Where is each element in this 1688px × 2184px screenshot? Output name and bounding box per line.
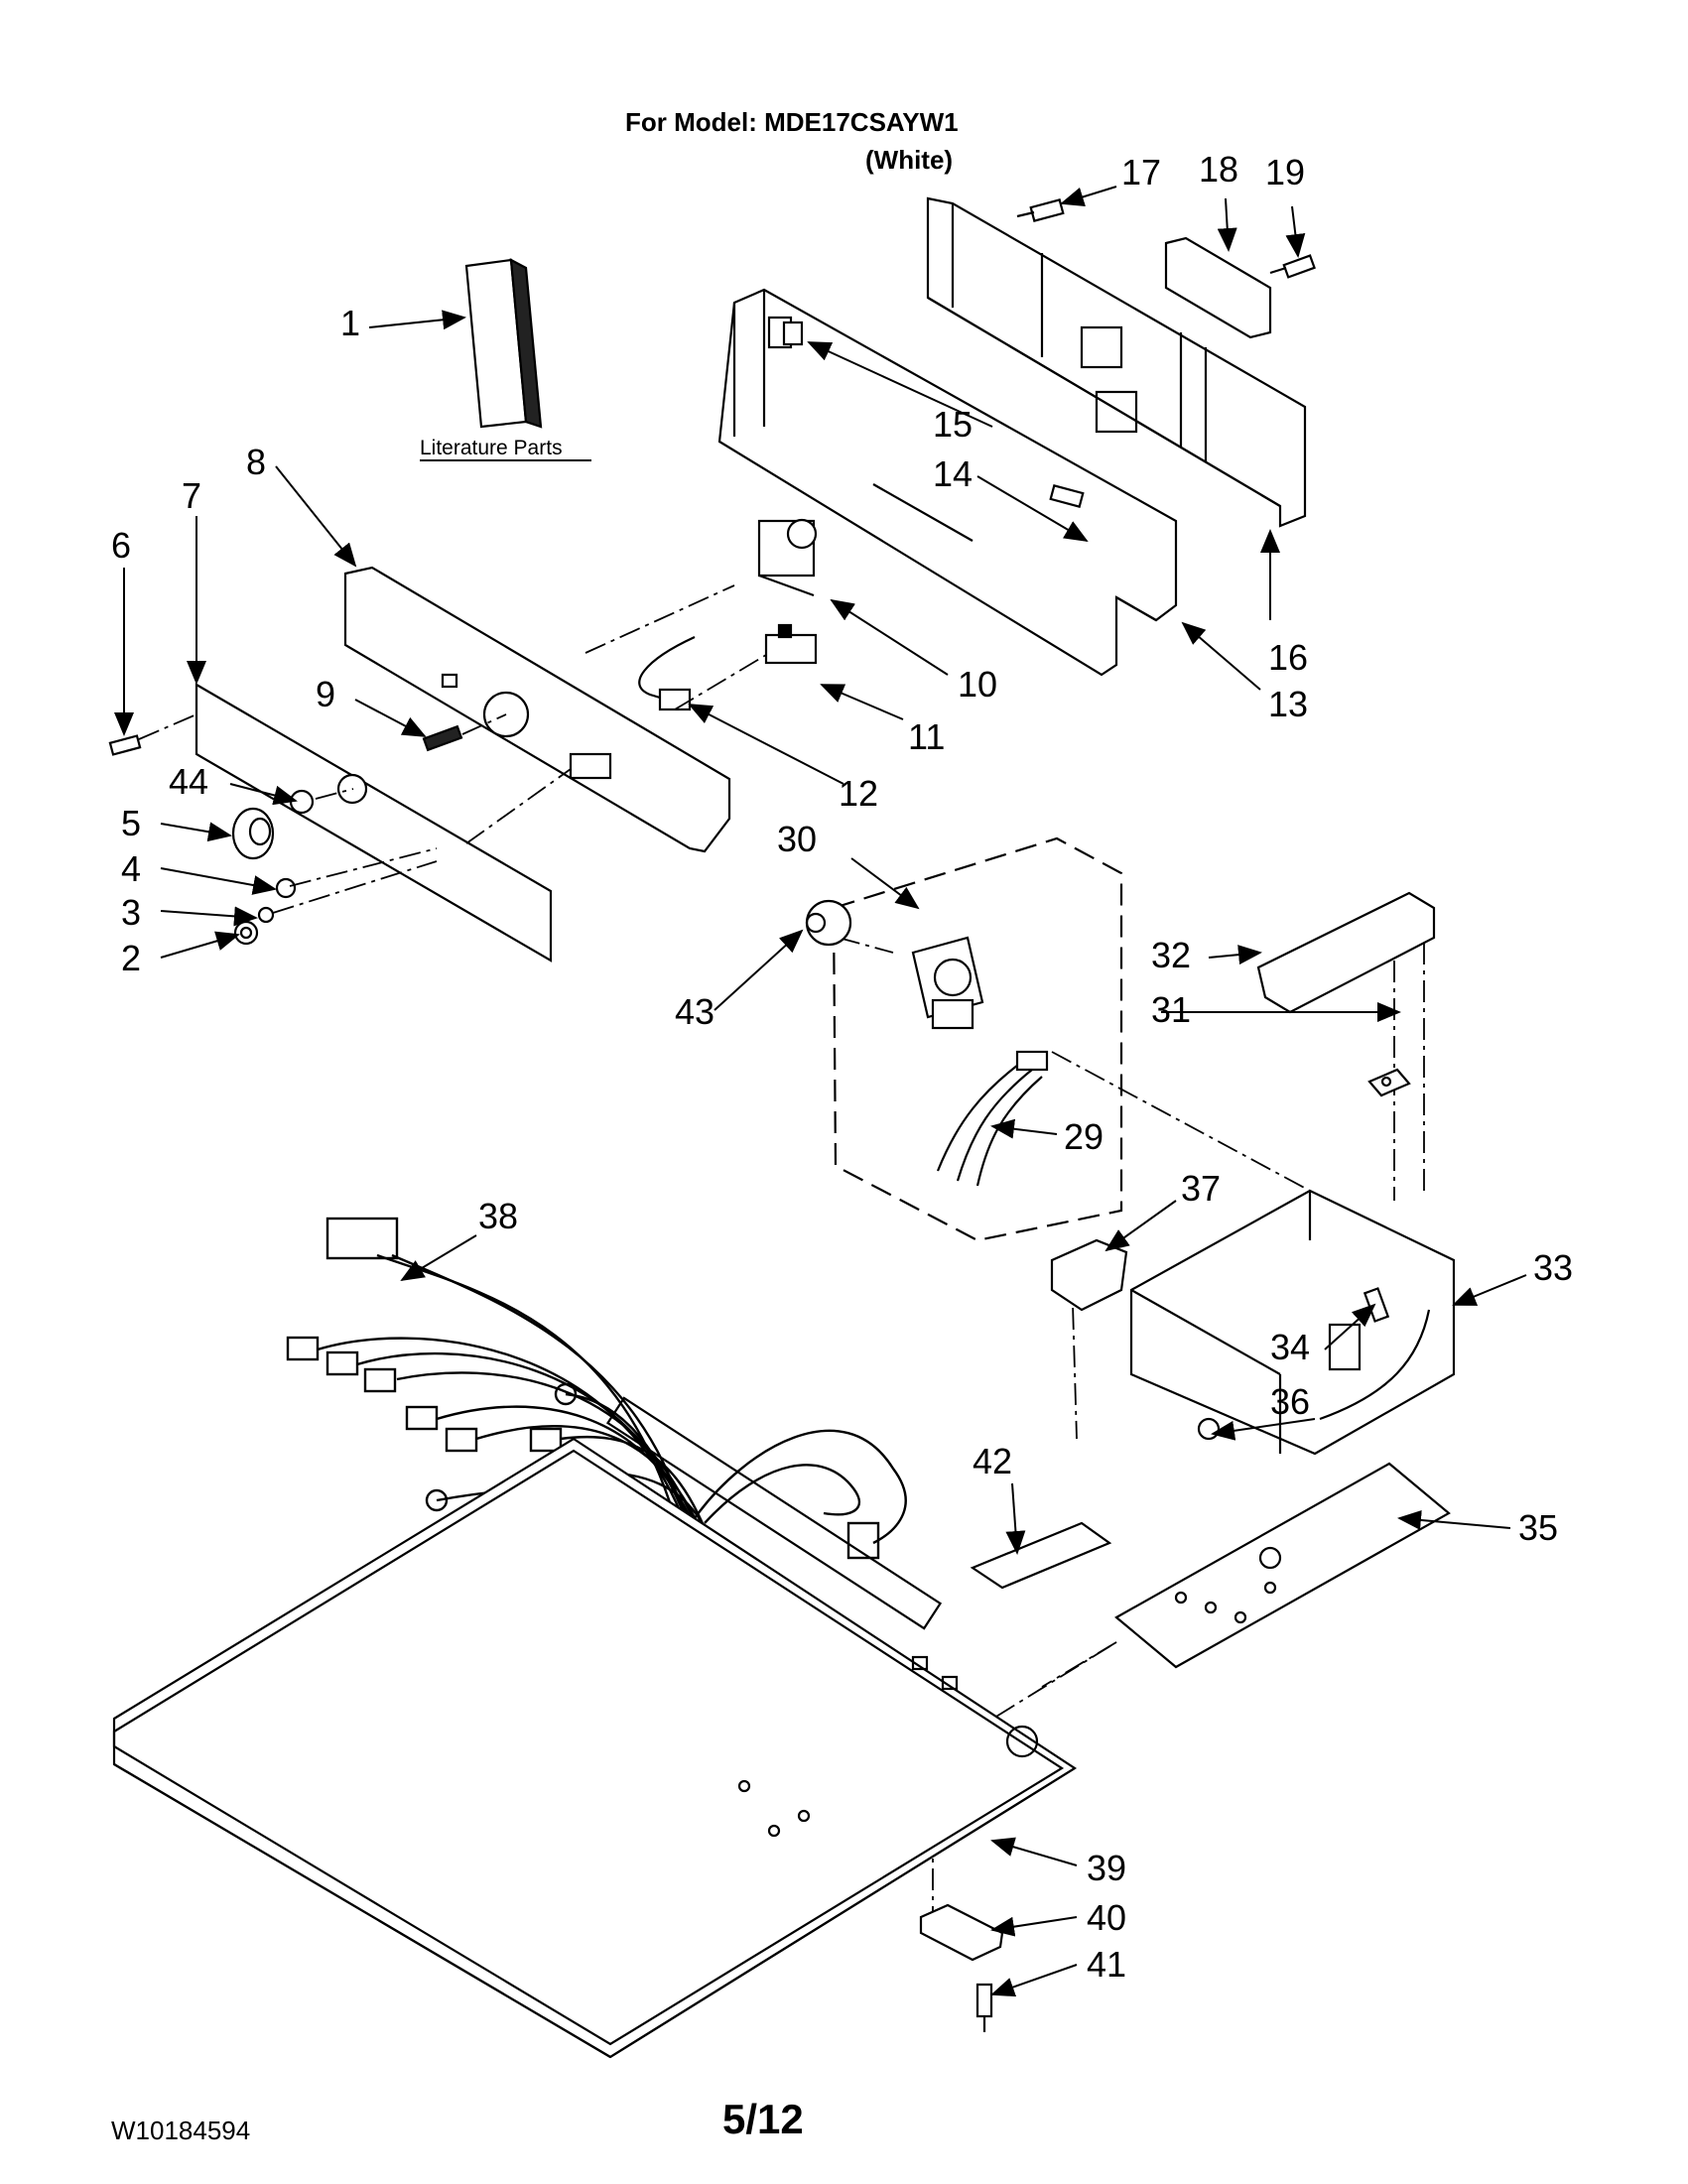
bracket-32 xyxy=(1256,891,1436,1014)
callout-29: 29 xyxy=(1064,1116,1104,1157)
console-back-panel xyxy=(926,196,1307,528)
callout-36: 36 xyxy=(1270,1381,1310,1422)
callout-8: 8 xyxy=(246,442,266,482)
screw-17 xyxy=(1016,198,1065,222)
top-panel-39 xyxy=(112,1396,1078,2059)
callout-5: 5 xyxy=(121,803,141,843)
kit-30-component xyxy=(911,936,984,1030)
callout-32: 32 xyxy=(1151,935,1191,975)
housing-33 xyxy=(1129,1189,1456,1456)
callout-43: 43 xyxy=(675,991,714,1032)
screw-15 xyxy=(782,321,804,346)
callout-30: 30 xyxy=(777,819,817,859)
console-front-panel-7 xyxy=(195,683,553,963)
callout-1: 1 xyxy=(340,303,360,343)
callout-18: 18 xyxy=(1199,149,1238,190)
clip-31 xyxy=(1367,1068,1411,1097)
ring-3 xyxy=(257,906,275,924)
callout-34: 34 xyxy=(1270,1327,1310,1367)
callout-31: 31 xyxy=(1151,989,1191,1030)
callout-17: 17 xyxy=(1121,152,1161,193)
screw-19 xyxy=(1269,254,1316,279)
screw-41 xyxy=(975,1983,993,2032)
literature-parts-label: Literature Parts xyxy=(420,437,563,459)
button-4 xyxy=(275,877,297,899)
callout-39: 39 xyxy=(1087,1848,1126,1888)
button-2 xyxy=(233,920,259,946)
page-number: 5/12 xyxy=(722,2096,804,2142)
callout-15: 15 xyxy=(933,404,973,445)
callout-6: 6 xyxy=(111,525,131,566)
diagram-subtitle: (White) xyxy=(865,145,954,175)
diagram-title: For Model: MDE17CSAYW1 xyxy=(625,107,959,137)
bracket-40 xyxy=(919,1903,1004,1962)
callout-11: 11 xyxy=(908,716,945,757)
callout-10: 10 xyxy=(958,664,997,705)
callout-12: 12 xyxy=(839,773,878,814)
callout-41: 41 xyxy=(1087,1944,1126,1985)
nut-36 xyxy=(1197,1417,1221,1441)
callout-7: 7 xyxy=(182,475,201,516)
knob-5 xyxy=(231,807,275,860)
console-housing xyxy=(717,288,1178,677)
callout-9: 9 xyxy=(316,674,335,714)
callout-42: 42 xyxy=(973,1441,1012,1481)
callout-3: 3 xyxy=(121,892,141,933)
literature-booklet xyxy=(464,258,543,429)
cap-44 xyxy=(289,789,315,815)
bracket-37 xyxy=(1050,1238,1128,1312)
callout-35: 35 xyxy=(1518,1507,1558,1548)
selector-43 xyxy=(805,899,852,947)
callout-40: 40 xyxy=(1087,1897,1126,1938)
screw-6 xyxy=(108,734,142,756)
callout-19: 19 xyxy=(1265,152,1305,193)
callout-2: 2 xyxy=(121,938,141,978)
plate-35 xyxy=(1114,1462,1451,1669)
callout-16: 16 xyxy=(1268,637,1308,678)
console-panel-8 xyxy=(343,566,731,853)
screw-14 xyxy=(1049,484,1085,508)
callout-4: 4 xyxy=(121,848,141,889)
screw-9 xyxy=(422,724,463,752)
callout-33: 33 xyxy=(1533,1247,1573,1288)
timer-10 xyxy=(757,518,818,597)
callout-13: 13 xyxy=(1268,684,1308,724)
bracket-18 xyxy=(1164,236,1272,339)
plate-42 xyxy=(970,1521,1112,1590)
document-number: W10184594 xyxy=(111,2116,251,2145)
callout-44: 44 xyxy=(169,761,208,802)
switch-11 xyxy=(764,623,818,665)
callout-38: 38 xyxy=(478,1196,518,1236)
callout-14: 14 xyxy=(933,453,973,494)
harness-29 xyxy=(936,1050,1049,1187)
callout-37: 37 xyxy=(1181,1168,1221,1209)
harness-12 xyxy=(638,636,696,711)
